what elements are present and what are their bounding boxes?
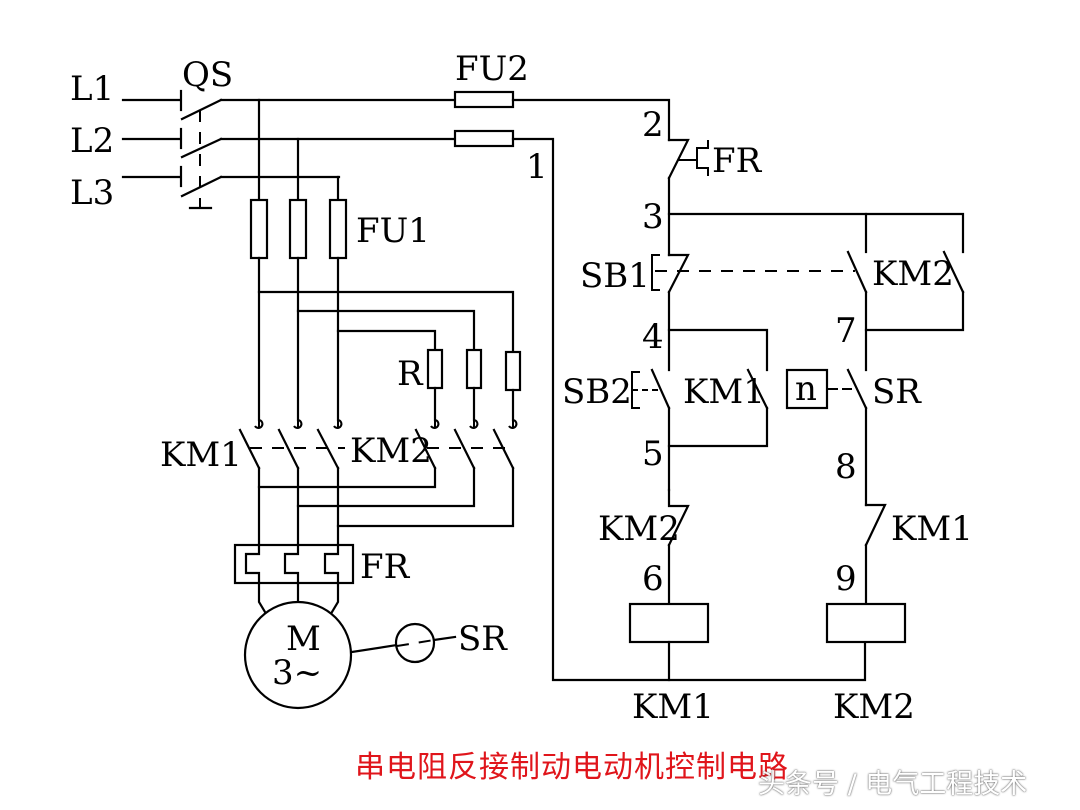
label-coil-km2: KM2 (833, 687, 915, 727)
stop-button-sb1: SB1 (580, 253, 855, 372)
label-fu1: FU1 (356, 211, 430, 251)
fuse-fu1-l3 (328, 198, 348, 260)
watermark: 头条号 / 电气工程技术 (758, 769, 1028, 800)
resistor-3 (504, 350, 522, 392)
label-km1-interlock: KM1 (891, 509, 973, 549)
coil-km1-box (628, 602, 710, 644)
node-9: 9 (835, 559, 857, 599)
node-3: 3 (642, 197, 664, 237)
fuse-fu1-l1 (249, 198, 269, 260)
coil-km2-box (825, 602, 907, 644)
supply-lines: L1 L2 L3 (70, 69, 182, 213)
label-sb2: SB2 (562, 372, 632, 412)
node-8: 8 (835, 447, 857, 487)
label-km1-main: KM1 (160, 435, 242, 475)
fuse-fu2-bottom (453, 129, 515, 148)
node-7: 7 (835, 311, 857, 351)
label-sb1: SB1 (580, 256, 650, 296)
speed-relay-contact: n SR 8 (785, 368, 922, 507)
fr-nc-contact: 2 FR 3 (642, 105, 965, 257)
label-l3: L3 (70, 173, 114, 213)
interlock-km1-nc: KM1 9 (835, 503, 973, 606)
label-fr-main: FR (360, 547, 411, 587)
fuses-fu2: FU2 1 (453, 49, 867, 682)
fuse-fu2-top (453, 90, 515, 109)
main-switch-qs: QS (179, 55, 457, 210)
coil-km1: KM1 (628, 602, 714, 727)
resistor-1 (426, 348, 444, 390)
label-l1: L1 (70, 69, 114, 109)
resistor-2 (465, 348, 483, 390)
label-km1-hold: KM1 (683, 372, 765, 412)
label-qs: QS (182, 55, 233, 95)
speed-relay-sensor (394, 622, 436, 664)
label-fu2: FU2 (455, 49, 529, 89)
node-4: 4 (642, 317, 664, 357)
node-6: 6 (642, 559, 664, 599)
label-n: n (795, 369, 817, 409)
label-coil-km1: KM1 (632, 687, 714, 727)
label-motor-phase: 3~ (272, 653, 322, 693)
label-r: R (397, 354, 424, 394)
contactor-km1-main: KM1 (160, 419, 345, 547)
thermal-relay-fr: FR (233, 543, 411, 614)
label-km2-main: KM2 (350, 431, 432, 471)
diagram-title: 串电阻反接制动电动机控制电路 (355, 750, 789, 785)
fuses-fu1: FU1 (249, 98, 430, 260)
start-button-sb2: 4 SB2 KM1 5 (562, 317, 769, 492)
speed-relay-box (785, 368, 829, 410)
resistors-r: R (397, 348, 522, 422)
node-5: 5 (642, 434, 664, 474)
motor-circle (243, 600, 353, 710)
label-sr-contact: SR (872, 372, 922, 412)
label-l2: L2 (70, 121, 114, 161)
label-sr-sensor: SR (458, 619, 508, 659)
power-bus (257, 256, 515, 422)
contactor-km2-main: KM2 (257, 419, 518, 528)
motor-m: M 3~ SR (243, 600, 508, 710)
label-motor: M (286, 619, 321, 659)
interlock-km2-nc: KM2 6 (598, 488, 690, 606)
label-km2-interlock: KM2 (598, 509, 680, 549)
coil-km2: KM2 (825, 602, 915, 727)
fuse-fu1-l2 (288, 198, 308, 260)
km2-contact-sb1-branch: KM2 7 (835, 250, 965, 372)
label-fr-contact: FR (712, 141, 763, 181)
node-2: 2 (642, 105, 664, 145)
node-1: 1 (526, 147, 548, 187)
label-km2-hold: KM2 (872, 254, 954, 294)
